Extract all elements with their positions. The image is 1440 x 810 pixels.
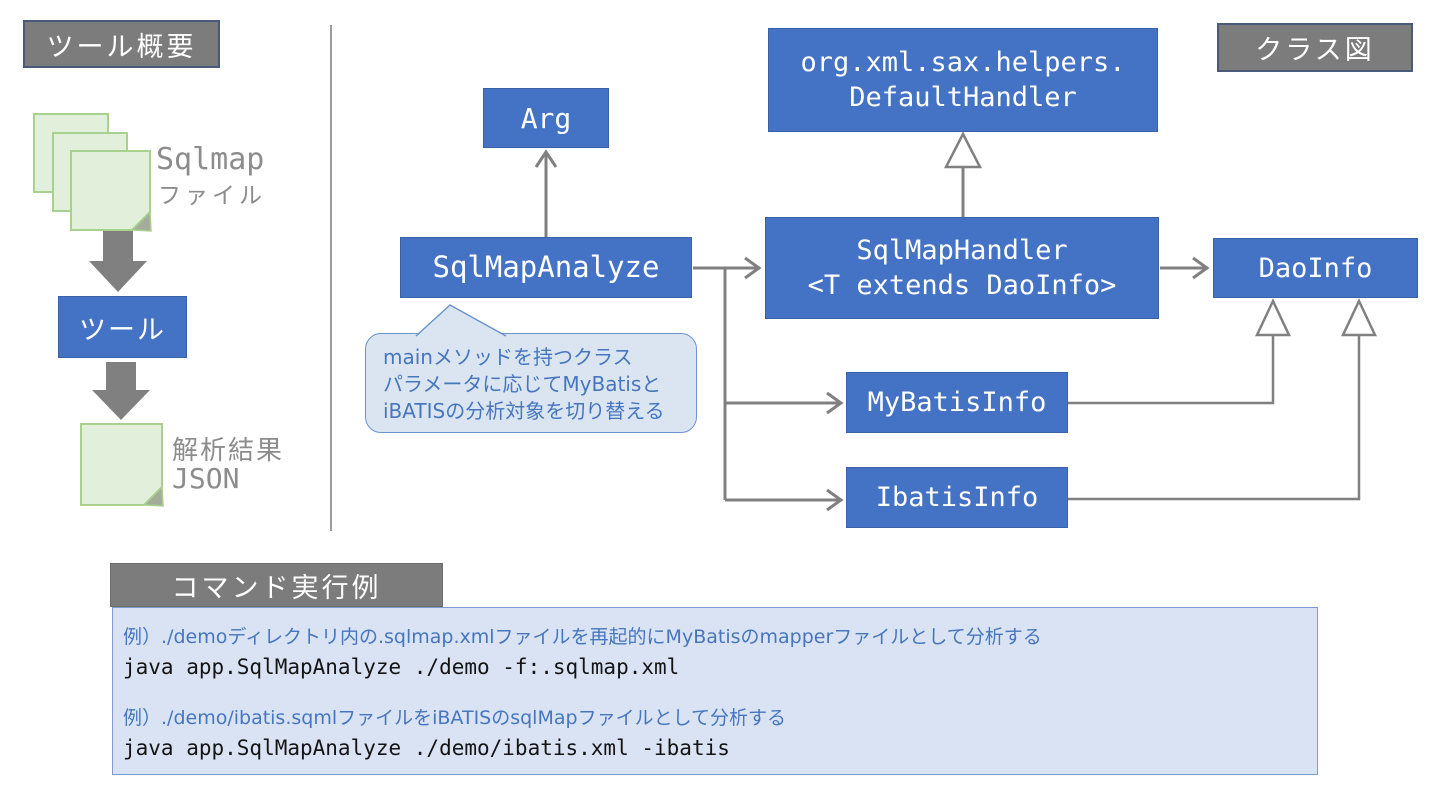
header-command-examples: コマンド実行例 [110,563,443,607]
output-json-note-icon [80,423,164,507]
node-sqlmap-handler-line2: <T extends DaoInfo> [807,270,1117,301]
command-panel: 例）./demoディレクトリ内の.sqlmap.xmlファイルを再起的にMyBa… [112,607,1318,775]
example-1-command: java app.SqlMapAnalyze ./demo -f:.sqlmap… [123,655,680,679]
input-file-label-top: Sqlmap [156,142,265,177]
node-sqlmap-analyze-label: SqlMapAnalyze [432,250,660,284]
arrow-analyze-to-arg [534,149,558,237]
node-ibatis-info: IbatisInfo [846,467,1068,528]
callout-line3: iBATISの分析対象を切り替える [383,399,665,423]
sqlmap-file-note-front-icon [70,150,152,232]
node-dao-info-label: DaoInfo [1258,252,1373,284]
node-default-handler: org.xml.sax.helpers. DefaultHandler [768,28,1158,132]
node-sqlmap-handler-line1: SqlMapHandler [856,235,1068,266]
node-sqlmap-analyze: SqlMapAnalyze [400,237,692,298]
node-arg: Arg [483,88,609,148]
header-class-diagram-label: クラス図 [1255,35,1375,66]
node-sqlmap-handler: SqlMapHandler <T extends DaoInfo> [765,217,1159,319]
inheritance-arrow-ibatis-to-daoinfo [1068,298,1377,501]
header-tool-overview: ツール概要 [23,20,220,68]
node-ibatis-info-label: IbatisInfo [875,482,1039,513]
inheritance-arrow-handler-to-defaulthandler [943,131,983,217]
block-arrow-tool-to-output [92,362,150,420]
node-default-handler-line1: org.xml.sax.helpers. [800,47,1126,78]
node-dao-info: DaoInfo [1213,238,1418,298]
example-2-description: 例）./demo/ibatis.sqmlファイルをiBATISのsqlMapファ… [123,707,786,729]
callout-line2: パラメータに応じてMyBatisと [383,372,662,396]
example-2-command: java app.SqlMapAnalyze ./demo/ibatis.xml… [123,736,730,760]
header-command-examples-label: コマンド実行例 [171,572,382,604]
callout-line1: mainメソッドを持つクラス [383,345,633,369]
block-arrow-input-to-tool [89,231,147,292]
example-1-description: 例）./demoディレクトリ内の.sqlmap.xmlファイルを再起的にMyBa… [123,626,1042,648]
tool-node: ツール [58,296,187,358]
node-mybatis-info: MyBatisInfo [846,372,1068,433]
output-label-top: 解析結果 [172,436,285,466]
node-arg-label: Arg [520,101,572,135]
output-label-bottom: JSON [172,462,240,495]
node-default-handler-line2: DefaultHandler [849,82,1077,113]
input-file-label-bottom: ファイル [158,183,266,209]
header-class-diagram: クラス図 [1217,23,1413,72]
arrow-handler-to-daoinfo [1160,256,1210,280]
tool-node-label: ツール [79,314,166,346]
callout-bubble: mainメソッドを持つクラス パラメータに応じてMyBatisと iBATISの… [365,333,697,433]
header-tool-overview-label: ツール概要 [46,31,197,63]
node-mybatis-info-label: MyBatisInfo [867,387,1047,418]
